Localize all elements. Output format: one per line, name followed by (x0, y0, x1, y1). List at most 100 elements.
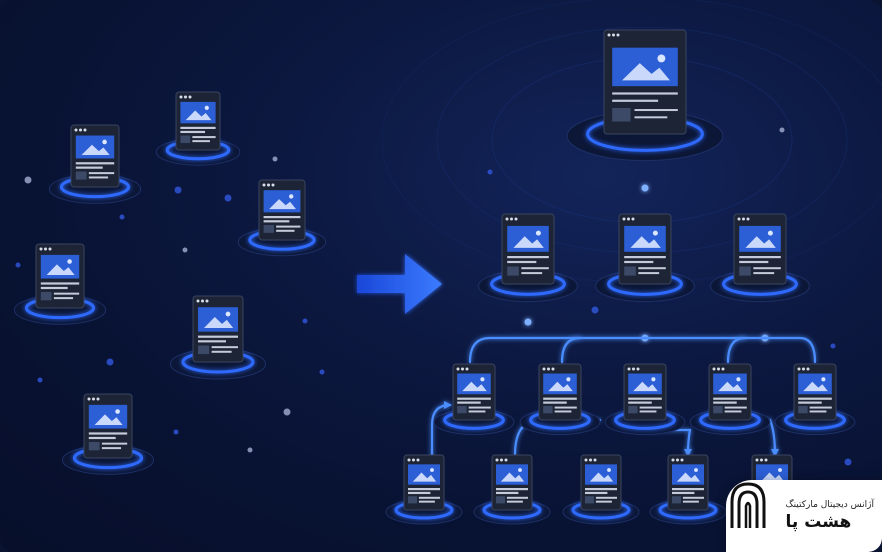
text-line (180, 130, 206, 134)
window-dot (74, 128, 78, 132)
text-line (639, 406, 662, 409)
text-line (809, 406, 832, 409)
image-icon (269, 194, 296, 210)
text-line (554, 406, 577, 409)
window-dot (806, 367, 810, 371)
window-dot (764, 458, 768, 462)
text-line (634, 109, 678, 112)
connector-line (430, 401, 452, 482)
image-icon (622, 54, 670, 81)
particle-dot (24, 176, 32, 184)
thumbnail-block (457, 406, 467, 414)
level4-page (562, 454, 640, 525)
text-line (276, 225, 301, 228)
text-line (724, 410, 742, 413)
text-line (585, 491, 608, 495)
image-icon (81, 139, 110, 156)
text-line (798, 401, 822, 404)
junction-node (524, 318, 532, 326)
window-dot (48, 247, 52, 251)
connector-line (738, 418, 779, 457)
window-dot (179, 95, 183, 99)
scattered-page (61, 393, 155, 475)
text-line (457, 397, 491, 400)
particle-dot (319, 369, 325, 375)
level3-page (604, 363, 686, 436)
window-dot (680, 458, 684, 462)
text-line (192, 140, 210, 143)
window-dot (636, 367, 640, 371)
text-line (276, 229, 295, 232)
thumbnail-block (496, 496, 505, 504)
text-line (507, 260, 537, 264)
window-dot (676, 458, 679, 462)
text-line (211, 350, 232, 353)
window-dot (755, 458, 759, 462)
image-icon (676, 468, 701, 482)
connector-bus (468, 336, 817, 364)
text-line (634, 116, 668, 119)
thumbnail-block (739, 266, 751, 276)
image-icon (94, 409, 123, 426)
text-line (682, 496, 704, 499)
particle-dot (174, 186, 182, 194)
text-line (263, 220, 290, 223)
thumbnail-block (585, 496, 594, 504)
window-dot (627, 367, 631, 371)
connector-line (560, 336, 582, 364)
window-dot (607, 33, 611, 37)
text-line (263, 216, 301, 219)
text-line (739, 256, 781, 259)
image-icon (718, 377, 743, 392)
text-line (554, 410, 572, 413)
root-page (566, 29, 724, 162)
image-icon (204, 311, 234, 328)
window-dot (797, 367, 801, 371)
window-dot (96, 397, 100, 401)
text-line (753, 267, 781, 270)
thumbnail-block (507, 266, 519, 276)
text-line (468, 410, 486, 413)
window-dot (92, 397, 95, 401)
window-dot (721, 367, 725, 371)
window-dot (589, 458, 592, 462)
text-line (88, 436, 116, 440)
image-placeholder (672, 464, 704, 485)
particle-dot (779, 127, 785, 133)
scattered-page (13, 243, 107, 325)
thumbnail-block (612, 108, 631, 122)
text-line (624, 256, 666, 259)
window-dot (500, 458, 503, 462)
text-line (88, 172, 115, 175)
thumbnail-block (198, 345, 210, 355)
particle-dot (182, 247, 188, 253)
text-line (798, 397, 832, 400)
window-dot (262, 183, 266, 187)
image-icon (803, 377, 828, 392)
thumbnail-block (88, 442, 100, 451)
text-line (75, 162, 115, 165)
text-line (638, 267, 666, 270)
text-line (418, 496, 440, 499)
window-dot (742, 217, 745, 221)
text-line (521, 272, 543, 275)
text-line (628, 397, 662, 400)
image-icon (185, 105, 212, 121)
window-dot (465, 367, 469, 371)
scattered-page (155, 91, 241, 166)
image-icon (760, 468, 785, 482)
level3-page (689, 363, 771, 436)
level2-page (710, 213, 810, 303)
window-dot (616, 33, 620, 37)
text-line (75, 166, 103, 169)
thumbnail-block (624, 266, 636, 276)
text-line (192, 136, 216, 139)
window-dot (412, 458, 415, 462)
level4-page (385, 454, 463, 525)
window-dot (627, 217, 630, 221)
text-line (507, 256, 549, 259)
image-icon (513, 230, 544, 248)
particle-dot (37, 377, 43, 383)
text-line (408, 491, 431, 495)
text-line (543, 401, 567, 404)
